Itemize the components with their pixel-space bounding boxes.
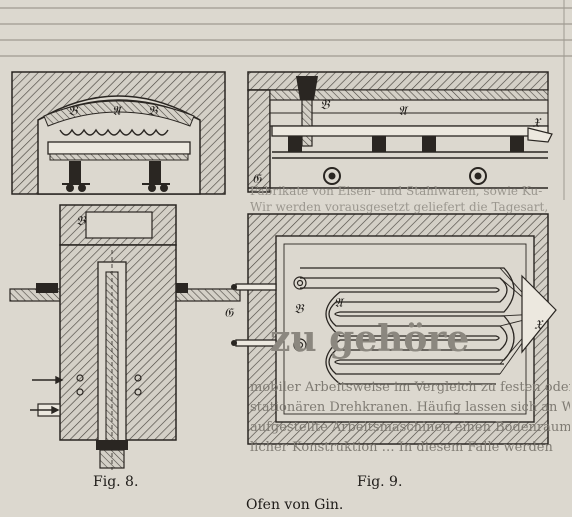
bg-text-line-d: licher Konstruktion … In diesem Falle we… [250,440,553,455]
fig9-mark-x-top: 𝔛 [532,116,540,131]
bg-text-line-b: stationären Drehkranen. Häufig lassen si… [250,400,570,415]
fig9-mark-b-bottom: 𝔅 [294,302,304,317]
bg-text-line-a: mobiler Arbeitsweise im Vergleich zu fes… [250,380,570,395]
fig8-mark-a: 𝔄 [112,104,121,119]
fig8-mark-b-left: 𝔅 [68,104,78,119]
fig9-plan-view [231,213,557,445]
fig9-label: Fig. 9. [357,474,403,490]
background-page-lines [0,7,572,57]
fig9-mark-g-bottom: 𝔊 [224,306,234,321]
bg-text-line-c: aufgestellte Arbeitsmaschinen einen Bode… [250,420,570,435]
bg-text-top2: Wir werden vorausgesetzt geliefert die T… [250,200,549,214]
bg-text-heading: zu gehöre [270,318,470,360]
bg-text-top1: Fabrikate von Eisen- und Stahlwaren, sow… [250,184,543,198]
fig9-mark-a-top: 𝔄 [398,104,407,119]
fig8-furnace-cross-section [11,71,226,195]
fig9-mark-b-top: 𝔅 [320,98,330,113]
fig8-mark-b-bottom: 𝔅 [76,214,86,229]
fig8-mark-b-right: 𝔅 [148,104,158,119]
fig9-mark-a-bottom: 𝔄 [334,296,343,311]
figure-caption: Ofen von Gin. [246,497,344,513]
fig9-mark-g-top: 𝔊 [252,172,262,187]
fig8-burner-section [9,204,241,470]
fig9-furnace-elevation [247,71,553,193]
fig8-label: Fig. 8. [93,474,139,490]
fig9-mark-x-bottom: 𝔛 [534,318,542,333]
